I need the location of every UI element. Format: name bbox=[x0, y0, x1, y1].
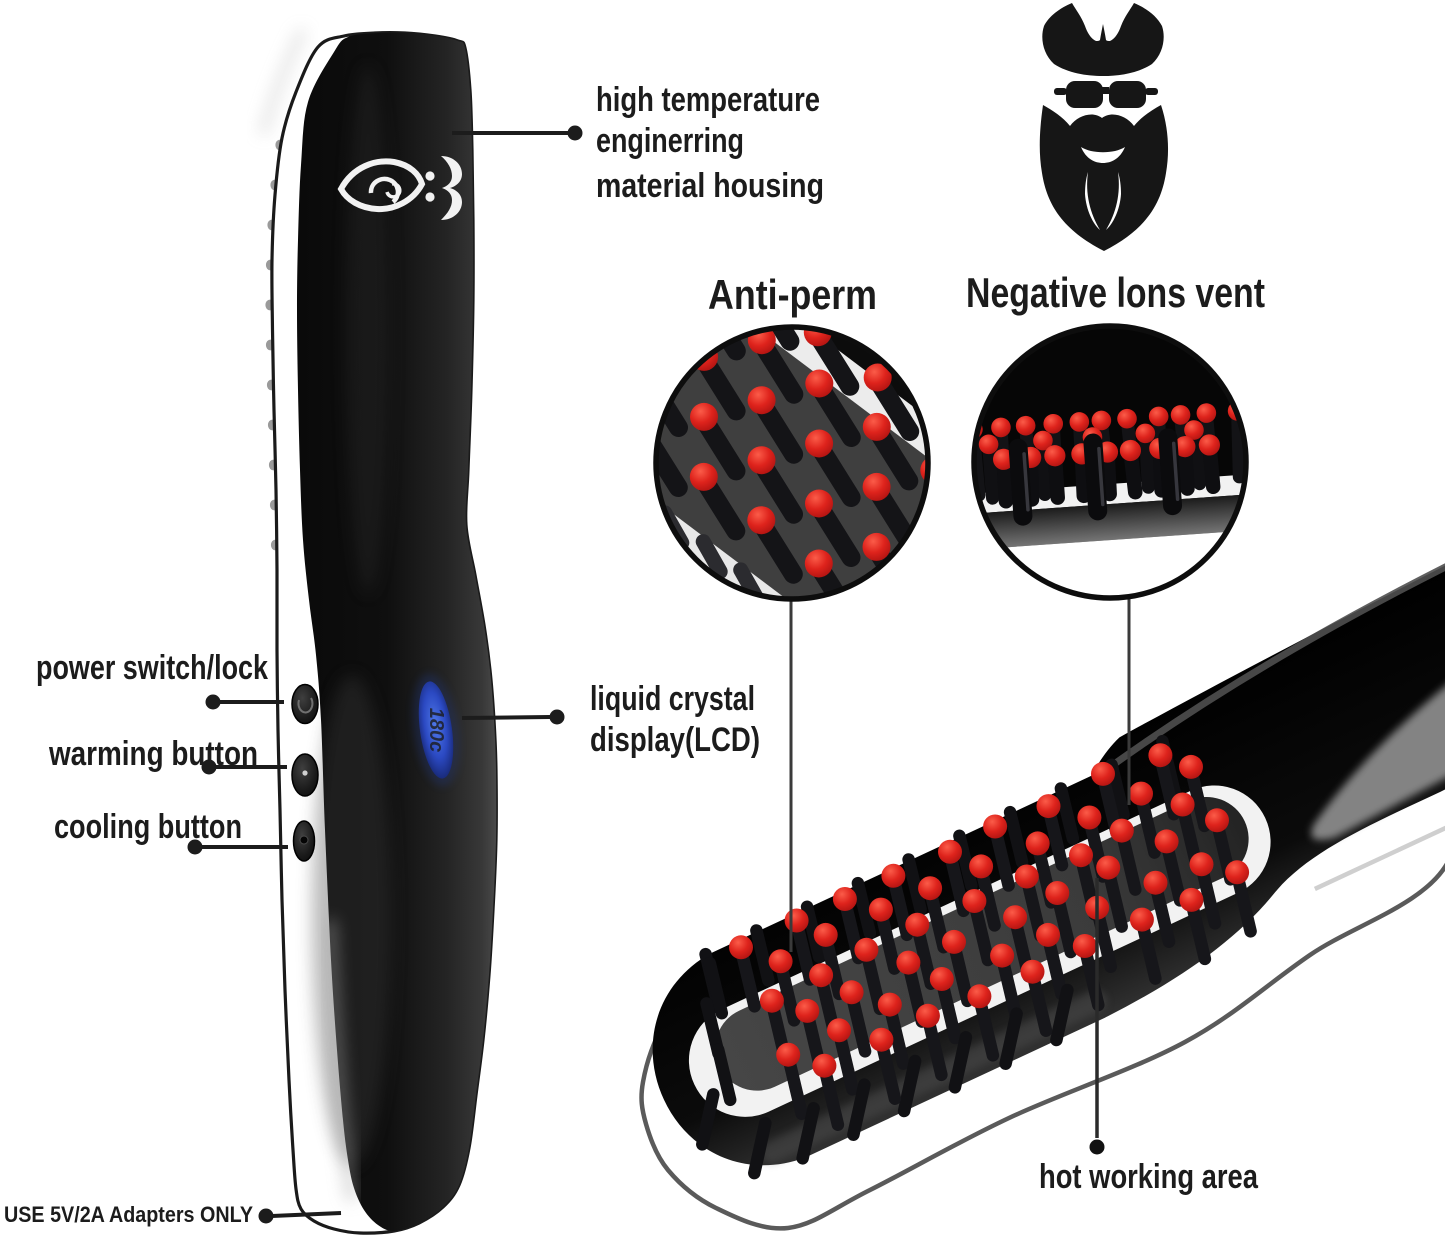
svg-text:USE 5V/2A Adapters ONLY: USE 5V/2A Adapters ONLY bbox=[4, 1202, 253, 1227]
svg-text:180c: 180c bbox=[425, 708, 447, 753]
svg-text:enginerring: enginerring bbox=[596, 122, 744, 160]
svg-text:Negative lons vent: Negative lons vent bbox=[966, 269, 1265, 316]
svg-text:warming button: warming button bbox=[48, 735, 258, 773]
svg-text:display(LCD): display(LCD) bbox=[590, 721, 760, 759]
svg-text:hot working area: hot working area bbox=[1039, 1158, 1259, 1196]
svg-text:power switch/lock: power switch/lock bbox=[36, 649, 268, 687]
svg-text:cooling button: cooling button bbox=[54, 808, 242, 846]
svg-text:liquid crystal: liquid crystal bbox=[590, 680, 755, 718]
svg-text:material housing: material housing bbox=[596, 167, 824, 205]
svg-text:high temperature: high temperature bbox=[596, 81, 820, 119]
svg-text:Anti-perm: Anti-perm bbox=[708, 271, 877, 318]
